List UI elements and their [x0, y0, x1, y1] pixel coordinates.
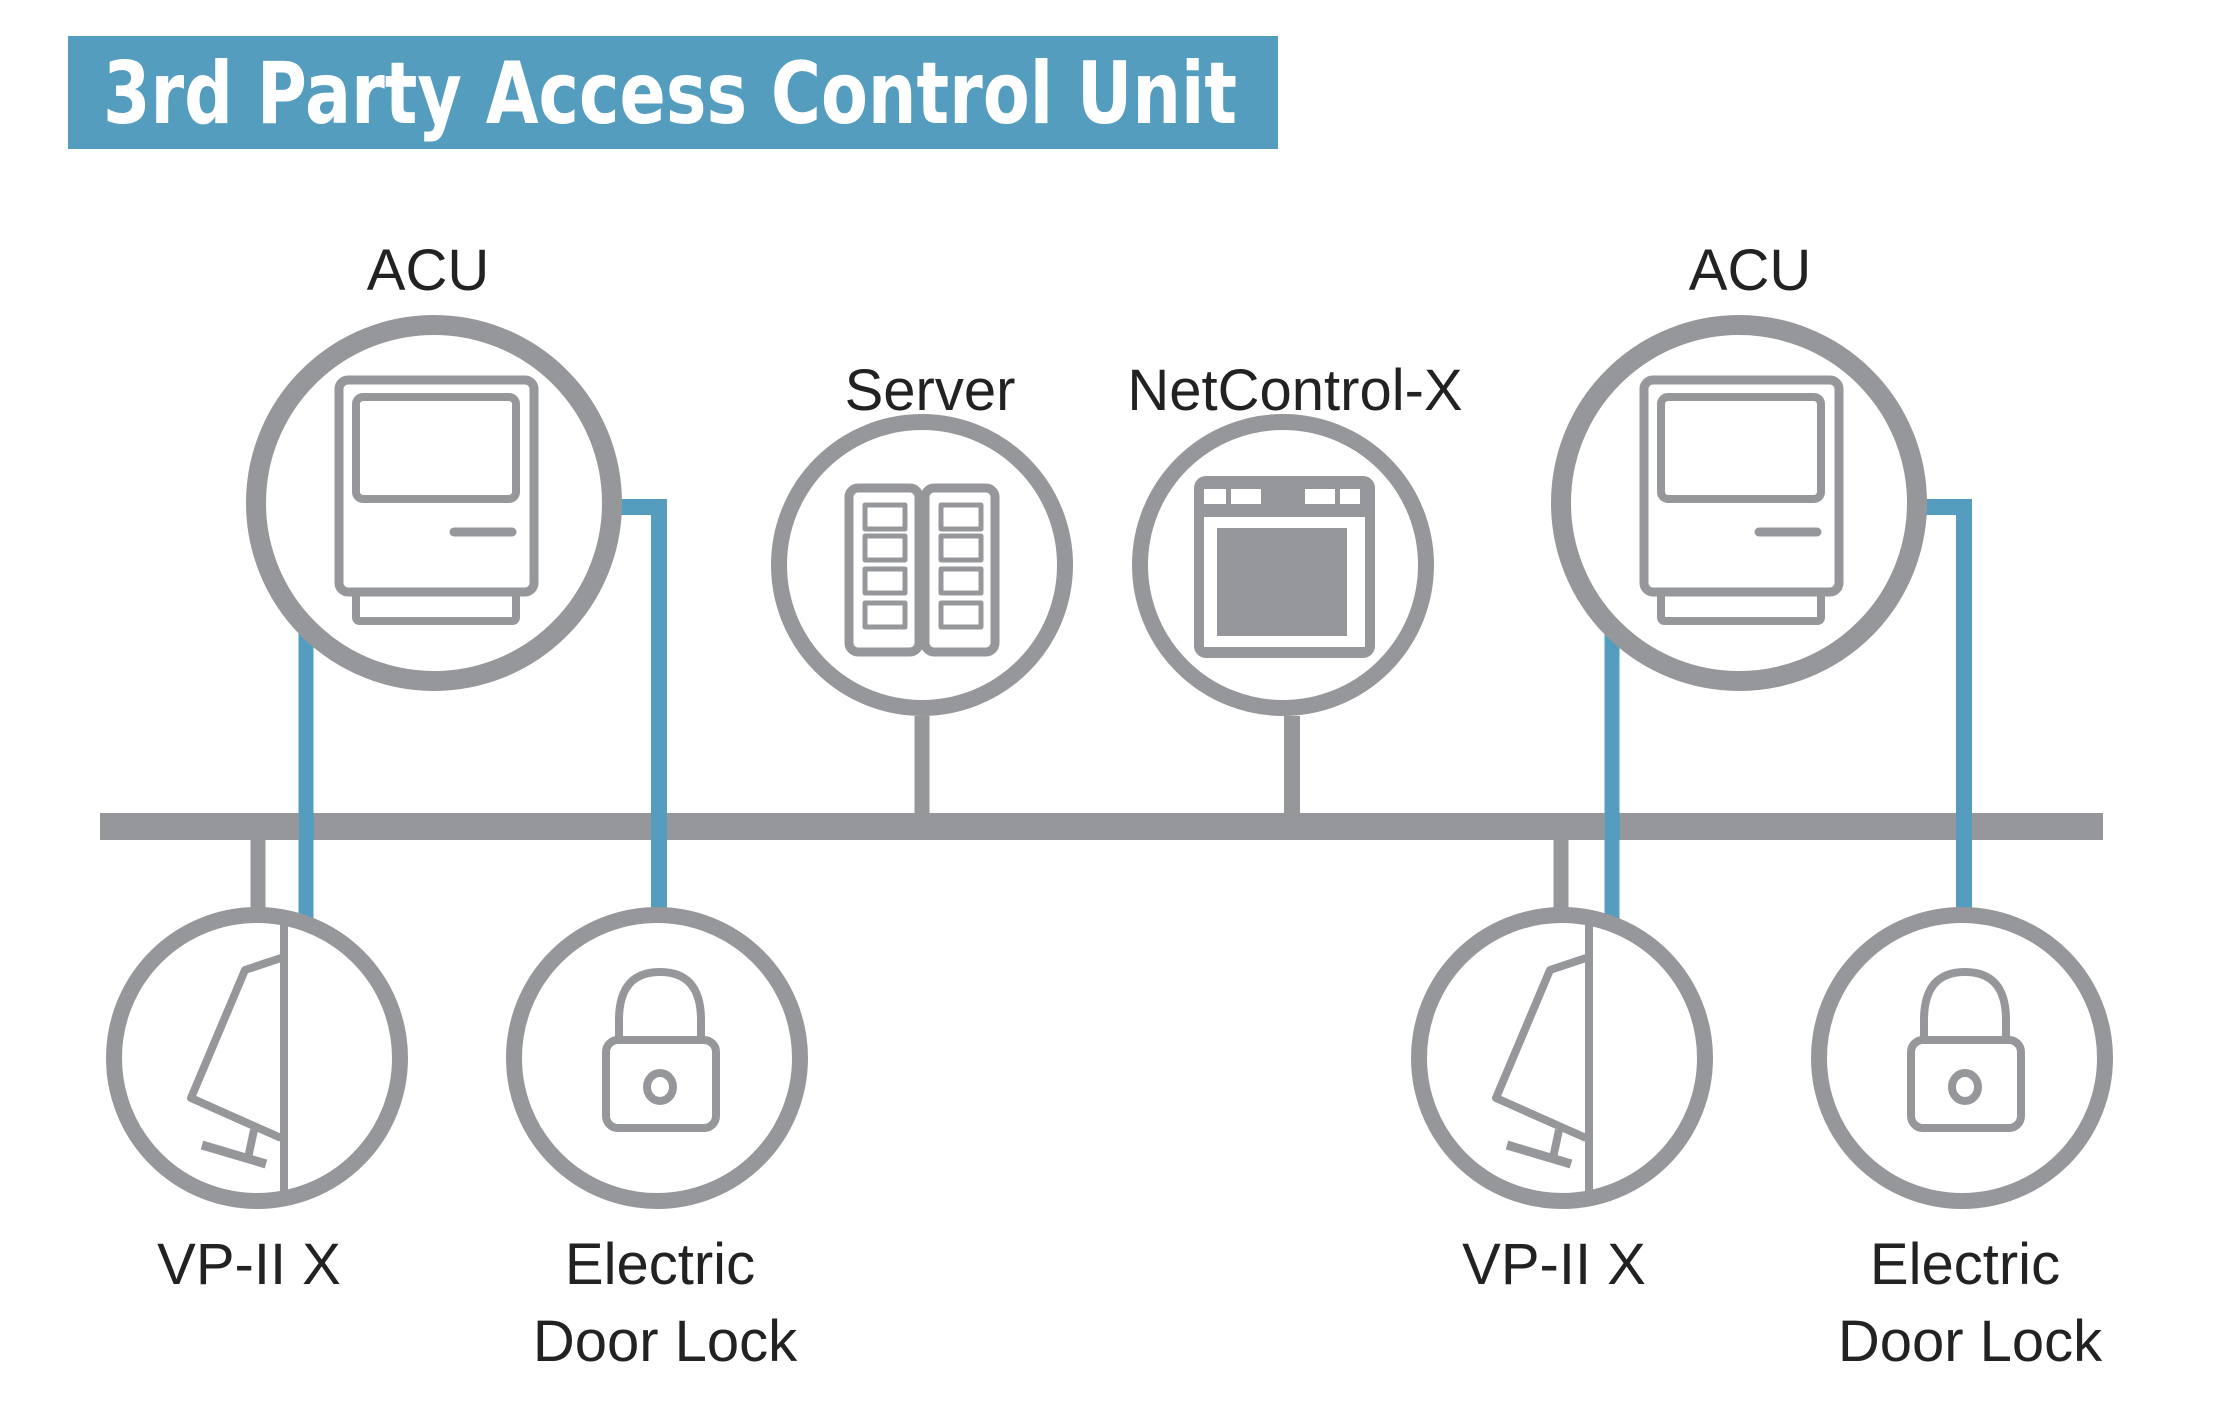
acu-right-label: ACU [1689, 238, 1811, 303]
page-title: 3rd Party Access Control Unit [103, 44, 1237, 144]
device-vp-left[interactable]: VP-II X [106, 907, 408, 1297]
device-acu-left[interactable]: ACU [246, 238, 622, 691]
netcontrol-label: NetControl-X [1127, 358, 1462, 423]
device-acu-right[interactable]: ACU [1551, 238, 1927, 691]
lock-right-label-line1: Electric [1870, 1232, 2060, 1297]
server-label: Server [845, 358, 1016, 423]
device-server[interactable]: Server [771, 358, 1073, 716]
wire-crossing-vp-left [299, 813, 314, 840]
vp-right-ring [1411, 907, 1713, 1209]
vp-left-ring [106, 907, 408, 1209]
device-lock-left[interactable]: Electric Door Lock [506, 907, 808, 1374]
title-background [68, 36, 1278, 149]
wire-crossing-lock-right [1956, 813, 1972, 840]
wire-crossing-vp-right [1605, 813, 1620, 840]
wire-crossing-lock-left [651, 813, 667, 840]
network-bus [100, 813, 2103, 840]
acu-left-wiring [298, 499, 667, 925]
vp-right-label: VP-II X [1462, 1232, 1646, 1297]
server-rack-icon [844, 483, 1000, 657]
vp-left-label: VP-II X [157, 1232, 341, 1297]
device-vp-right[interactable]: VP-II X [1411, 907, 1713, 1297]
wire-acu-left-to-lock-left [615, 499, 667, 916]
wire-acu-right-to-lock-right [1920, 499, 1972, 916]
controller-window-icon [1194, 476, 1375, 658]
device-lock-right[interactable]: Electric Door Lock [1811, 907, 2113, 1374]
lock-left-label-line1: Electric [565, 1232, 755, 1297]
lock-left-label-line2: Door Lock [533, 1309, 798, 1374]
lock-right-ring [1811, 907, 2113, 1209]
lock-right-label-line2: Door Lock [1838, 1309, 2103, 1374]
lock-left-ring [506, 907, 808, 1209]
title-banner: 3rd Party Access Control Unit [68, 36, 1278, 149]
acu-left-label: ACU [367, 238, 489, 303]
device-netcontrol-x[interactable]: NetControl-X [1127, 358, 1463, 716]
acu-right-wiring [1604, 499, 1972, 925]
